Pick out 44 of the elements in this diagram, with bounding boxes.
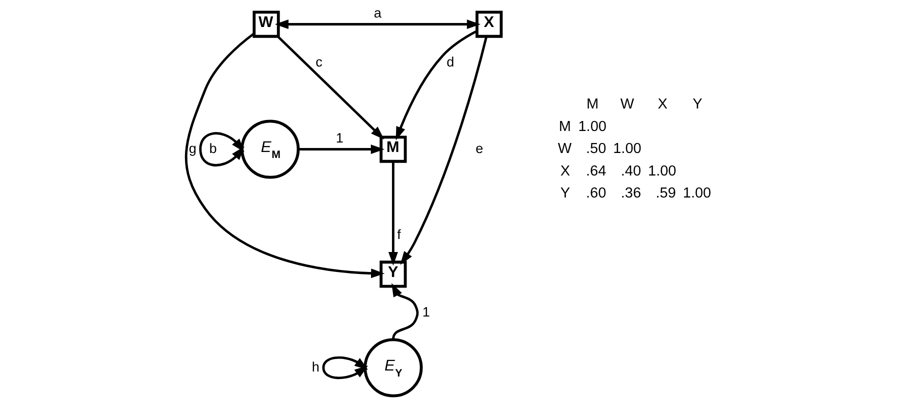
arrow: [322, 356, 368, 380]
edge-label: d: [446, 54, 454, 70]
label: .40: [620, 163, 642, 180]
label: M: [558, 118, 571, 135]
label: Y: [692, 96, 702, 113]
label: X: [560, 163, 570, 180]
label: W: [558, 141, 572, 158]
node-box: W: [252, 10, 280, 38]
label: Y: [560, 186, 570, 202]
label: .36: [620, 186, 642, 202]
label: 1.00: [578, 118, 607, 135]
node-box: Y: [380, 260, 407, 288]
label: .64: [586, 163, 606, 180]
edge-label: e: [476, 140, 484, 156]
arrow: [298, 144, 384, 154]
label: .59: [656, 186, 676, 202]
node-circle: E$_{M}$: [240, 120, 300, 179]
arrow: [396, 30, 478, 140]
label: W: [620, 96, 634, 113]
label: 1.00: [613, 141, 642, 158]
label: .60: [586, 186, 606, 202]
edge-label: b: [209, 140, 217, 156]
arrow: [388, 162, 398, 266]
arrow: [400, 36, 488, 265]
edge-label: c: [316, 54, 322, 70]
arrow: [277, 36, 384, 140]
node-box: X: [476, 10, 503, 38]
label: 1.00: [648, 163, 676, 180]
arrow: [392, 283, 419, 340]
edge-label: g: [188, 140, 196, 156]
arrow: [274, 20, 481, 30]
edge-label: a: [374, 6, 382, 21]
edge-label: f: [397, 227, 401, 242]
edge-label: 1: [336, 130, 344, 146]
arrow: [185, 32, 385, 278]
label: 1.00: [682, 186, 712, 202]
arrow: [199, 132, 244, 166]
edge-label: 1: [422, 304, 430, 320]
label: X: [658, 96, 668, 113]
edge-label: h: [312, 359, 320, 374]
label: .50: [586, 141, 606, 158]
node-circle: E$_{Y}$: [364, 338, 423, 398]
label: M: [586, 96, 599, 113]
node-box: M: [380, 136, 407, 163]
